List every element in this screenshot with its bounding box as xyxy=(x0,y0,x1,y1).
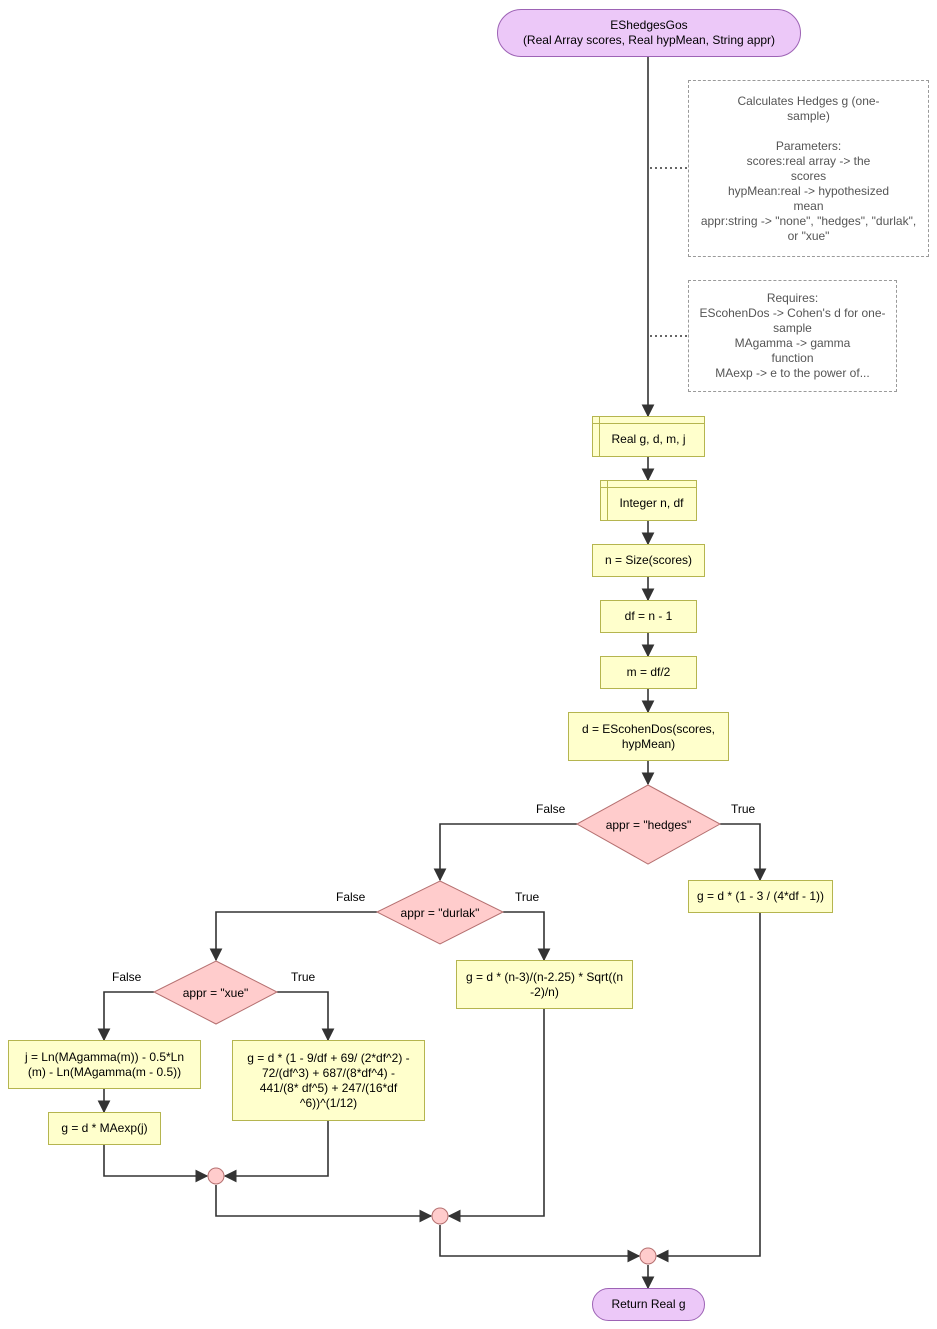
declare-integer-label: Integer n, df xyxy=(619,496,684,510)
assign-d[interactable]: d = EScohenDos(scores, hypMean) xyxy=(568,712,729,761)
declare-real-label: Real g, d, m, j xyxy=(611,432,686,446)
decision-xue[interactable]: appr = "xue" xyxy=(182,985,249,1000)
function-params: (Real Array scores, Real hypMean, String… xyxy=(522,33,776,47)
edge-merge1-to-merge2 xyxy=(215,1185,433,1223)
merge-node-3 xyxy=(639,1247,657,1265)
edge-hedges-false xyxy=(433,823,577,882)
edge-gexp-to-merge1 xyxy=(103,1145,209,1183)
return-label: Return Real g xyxy=(611,1297,686,1311)
formula-j[interactable]: j = Ln(MAgamma(m)) - 0.5*Ln (m) - Ln(MAg… xyxy=(8,1040,201,1089)
declare-integer-vars[interactable]: Integer n, df xyxy=(600,480,697,521)
function-name: EShedgesGos xyxy=(610,18,688,32)
decision-hedges-shape xyxy=(575,784,722,865)
edge-durlak-true xyxy=(503,911,551,962)
declare-real-vars[interactable]: Real g, d, m, j xyxy=(592,416,705,457)
hedges-true-label: True xyxy=(731,802,756,816)
comment-description: Calculates Hedges g (one- sample) Parame… xyxy=(688,80,929,257)
formula-xue[interactable]: g = d * (1 - 9/df + 69/ (2*df^2) - 72/(d… xyxy=(232,1040,425,1121)
start-terminal[interactable]: EShedgesGos (Real Array scores, Real hyp… xyxy=(497,9,801,57)
assign-m[interactable]: m = df/2 xyxy=(600,656,697,689)
formula-hedges[interactable]: g = d * (1 - 3 / (4*df - 1)) xyxy=(688,880,833,913)
assign-n[interactable]: n = Size(scores) xyxy=(592,544,705,577)
durlak-false-label: False xyxy=(336,890,366,904)
durlak-true-label: True xyxy=(515,890,540,904)
xue-true-label: True xyxy=(291,970,316,984)
formula-durlak[interactable]: g = d * (n-3)/(n-2.25) * Sqrt((n -2)/n) xyxy=(456,960,633,1009)
edge-hedges-true xyxy=(720,823,767,882)
decision-durlak-shape xyxy=(375,880,505,945)
edge-durlak-false xyxy=(209,911,377,962)
edge-xue-false xyxy=(97,991,154,1042)
decision-durlak[interactable]: appr = "durlak" xyxy=(400,905,480,920)
merge-node-2 xyxy=(431,1207,449,1225)
comment-requires: Requires: EScohenDos -> Cohen's d for on… xyxy=(688,280,897,392)
edge-xue-true xyxy=(277,991,335,1042)
hedges-false-label: False xyxy=(536,802,566,816)
edge-hedges-formula-to-merge3 xyxy=(655,913,761,1263)
edge-xue-formula-to-merge1 xyxy=(223,1121,329,1183)
end-terminal[interactable]: Return Real g xyxy=(592,1288,705,1321)
formula-g-exp[interactable]: g = d * MAexp(j) xyxy=(48,1112,161,1145)
edge-merge2-to-merge3 xyxy=(439,1225,641,1263)
decision-xue-shape xyxy=(152,960,279,1025)
edge-durlak-formula-to-merge2 xyxy=(447,1009,545,1223)
decision-hedges[interactable]: appr = "hedges" xyxy=(605,817,692,832)
assign-df[interactable]: df = n - 1 xyxy=(600,600,697,633)
xue-false-label: False xyxy=(112,970,142,984)
merge-node-1 xyxy=(207,1167,225,1185)
